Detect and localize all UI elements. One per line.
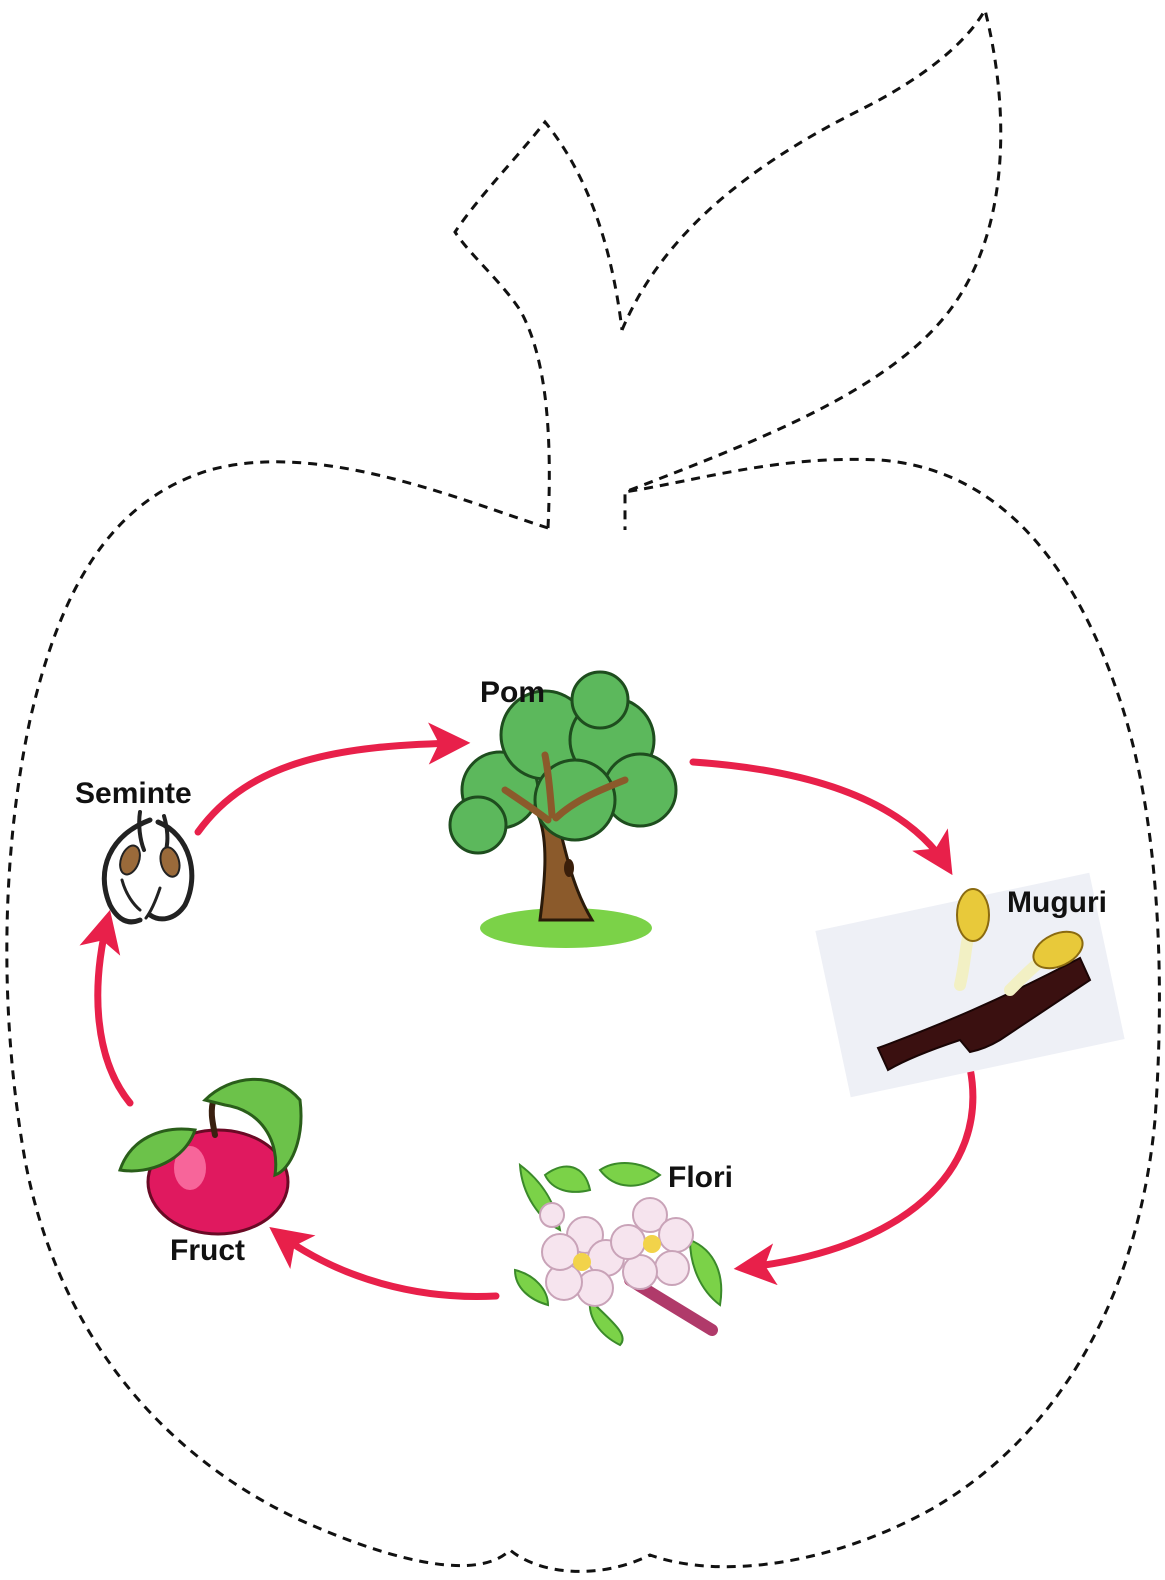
arrow-tree-to-buds bbox=[689, 758, 953, 876]
stage-label-flowers: Flori bbox=[668, 1161, 733, 1194]
stage-label-tree: Pom bbox=[480, 676, 545, 709]
flowers-icon bbox=[513, 1162, 723, 1347]
apple-stem-outline bbox=[453, 119, 624, 529]
stage-label-fruit: Fruct bbox=[170, 1234, 245, 1267]
apple-icon bbox=[118, 1077, 303, 1236]
stage-label-seeds: Seminte bbox=[75, 777, 192, 810]
arrow-flowers-to-fruit bbox=[269, 1226, 500, 1300]
stage-label-buds: Muguri bbox=[1007, 886, 1107, 919]
arrow-seeds-to-tree bbox=[194, 722, 471, 836]
seeds-icon bbox=[101, 810, 195, 925]
tree-icon bbox=[448, 670, 678, 948]
apple-leaf-outline bbox=[620, 6, 1003, 530]
arrow-fruit-to-seeds bbox=[79, 909, 134, 1107]
arrow-buds-to-flowers bbox=[733, 1064, 977, 1286]
buds-icon bbox=[815, 872, 1125, 1098]
apple-outline bbox=[5, 457, 1161, 1573]
